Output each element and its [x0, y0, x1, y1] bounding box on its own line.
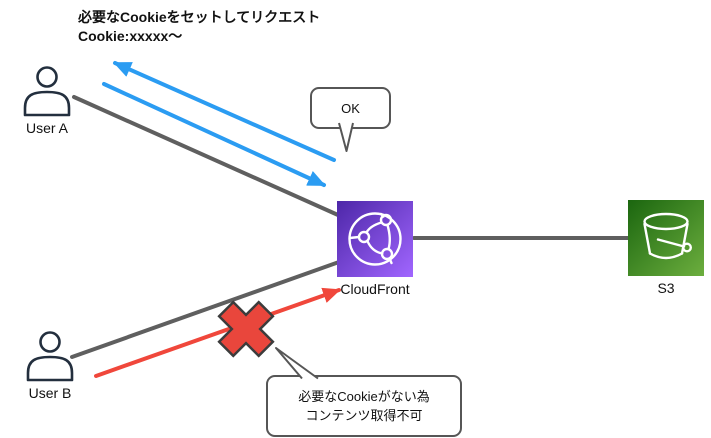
ok-callout-text: OK: [341, 100, 360, 116]
connector-usera-cloudfront: [72, 95, 340, 217]
cloudfront-icon: [337, 201, 413, 277]
ok-bubble-tail: [338, 122, 354, 152]
denied-callout-bubble: 必要なCookieがない為 コンテンツ取得不可: [266, 375, 462, 437]
request-annotation-line1: 必要なCookieをセットしてリクエスト: [78, 9, 321, 25]
s3-label: S3: [657, 280, 675, 296]
ok-bubble-tail-shape: [338, 122, 354, 152]
denied-bubble-tail-shape: [275, 347, 319, 380]
cloudfront-globe-glyph: [348, 212, 402, 266]
s3-icon: [628, 200, 704, 276]
denied-callout-line1: 必要なCookieがない為: [298, 388, 430, 404]
user-b-icon: [26, 331, 74, 382]
request-arrow-user-a-to-cloudfront: [102, 82, 326, 187]
user-b-label: User B: [28, 385, 72, 401]
s3-bucket-glyph: [643, 212, 693, 260]
denied-bubble-tail: [275, 347, 319, 380]
deny-cross-icon: [217, 300, 275, 358]
connector-userb-cloudfront: [70, 260, 341, 359]
denied-callout-line2: コンテンツ取得不可: [305, 408, 423, 423]
person-icon: [23, 66, 71, 117]
user-a-label: User A: [25, 120, 68, 136]
request-arrow-user-b-to-cloudfront: [94, 287, 341, 378]
person-icon: [26, 331, 74, 382]
ok-callout-bubble: OK: [310, 87, 391, 129]
user-a-icon: [23, 66, 71, 117]
request-annotation-line2: Cookie:xxxxx〜: [78, 28, 183, 44]
request-annotation: 必要なCookieをセットしてリクエスト Cookie:xxxxx〜: [78, 8, 320, 46]
cloudfront-label: CloudFront: [340, 281, 410, 297]
response-arrow-to-user-a: [113, 61, 336, 162]
